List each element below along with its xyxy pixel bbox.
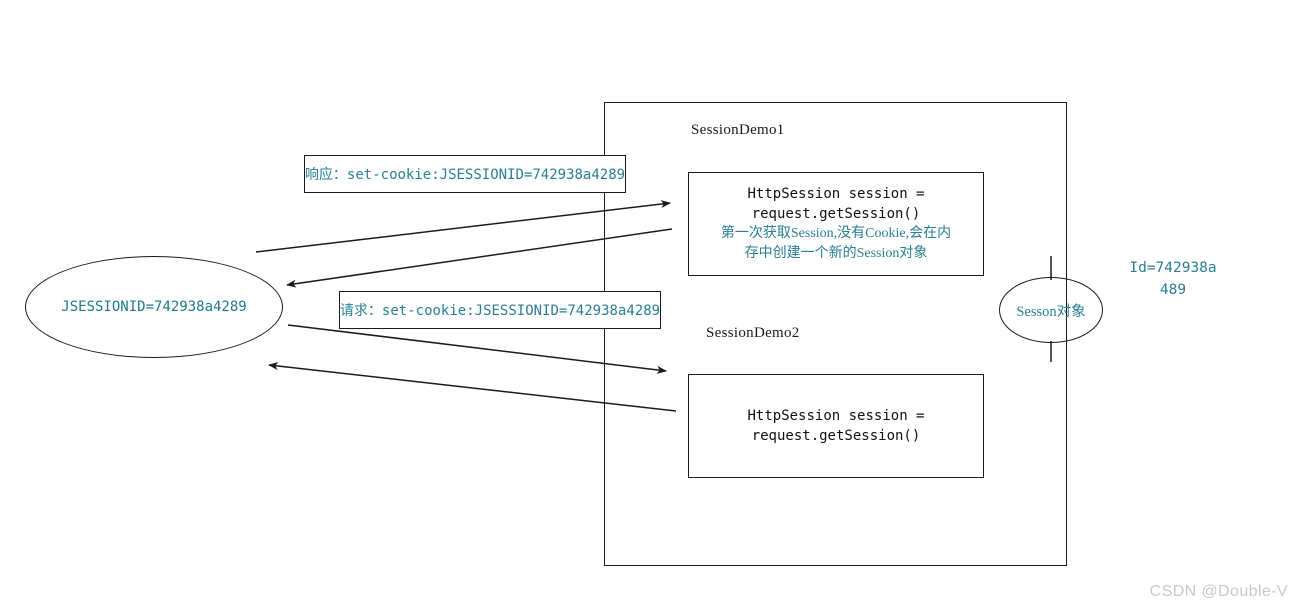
note-line: 存中创建一个新的Session对象 (744, 246, 928, 261)
message-box-response: 响应：set-cookie:JSESSIONID=742938a4289 (304, 155, 626, 193)
code-line: HttpSession session = (747, 186, 925, 202)
session-object-node: Sesson对象 (999, 277, 1103, 343)
message-response-text: 响应：set-cookie:JSESSIONID=742938a4289 (304, 167, 626, 183)
code-line: request.getSession() (751, 428, 921, 444)
session-id-line: Id=742938a (1129, 260, 1217, 276)
code-box-sessiondemo2: HttpSession session = request.getSession… (688, 374, 984, 478)
code-line: HttpSession session = (747, 408, 925, 424)
client-jsessionid-label: JSESSIONID=742938a4289 (61, 299, 247, 315)
code-box-sessiondemo1: HttpSession session = request.getSession… (688, 172, 984, 276)
session-object-label: Sesson对象 (1016, 303, 1086, 320)
servlet-title-sessiondemo1: SessionDemo1 (691, 122, 785, 138)
note-line: 第一次获取Session,没有Cookie,会在内 (720, 226, 952, 241)
servlet-title-sessiondemo2: SessionDemo2 (706, 325, 800, 341)
message-box-request: 请求：set-cookie:JSESSIONID=742938a4289 (339, 291, 661, 329)
session-id-text: Id=742938a 489 (1113, 257, 1233, 301)
code-line: request.getSession() (751, 206, 921, 222)
watermark: CSDN @Double-V (1149, 583, 1288, 600)
session-id-line: 489 (1159, 282, 1187, 298)
message-request-text: 请求：set-cookie:JSESSIONID=742938a4289 (339, 303, 661, 319)
client-browser-node: JSESSIONID=742938a4289 (25, 256, 283, 358)
